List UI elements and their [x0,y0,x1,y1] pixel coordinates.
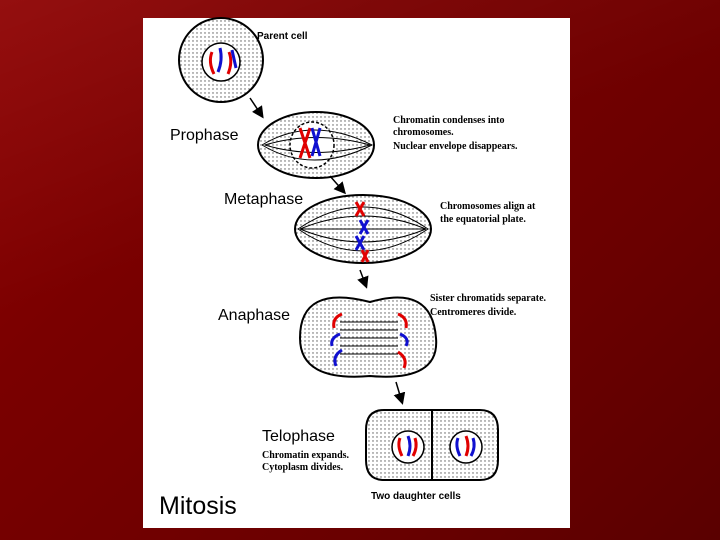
daughter-cells-label: Two daughter cells [371,491,461,502]
diagram-title: Mitosis [159,492,237,520]
prophase-note-3: Nuclear envelope disappears. [393,141,518,152]
telophase-cells [365,409,499,481]
parent-cell-label: Parent cell [257,31,308,42]
arrow-3 [357,269,369,289]
prophase-label: Prophase [170,127,239,144]
metaphase-note-1: Chromosomes align at [440,201,536,212]
arrow-4 [393,381,406,405]
prophase-note-1: Chromatin condenses into [393,115,505,126]
metaphase-label: Metaphase [224,191,304,208]
metaphase-cell [294,194,432,264]
anaphase-label: Anaphase [218,307,291,324]
telophase-note-2: Cytoplasm divides. [262,462,344,473]
arrow-1 [249,97,264,119]
prophase-note-2: chromosomes. [393,127,454,138]
arrow-2 [329,175,346,195]
telophase-note-1: Chromatin expands. [262,450,350,461]
prophase-cell [257,111,375,179]
anaphase-note-1: Sister chromatids separate. [430,293,547,304]
parent-cell [178,17,264,103]
anaphase-note-2: Centromeres divide. [430,307,517,318]
metaphase-note-2: the equatorial plate. [440,214,526,225]
telophase-label: Telophase [262,428,335,445]
anaphase-cell [298,296,438,378]
